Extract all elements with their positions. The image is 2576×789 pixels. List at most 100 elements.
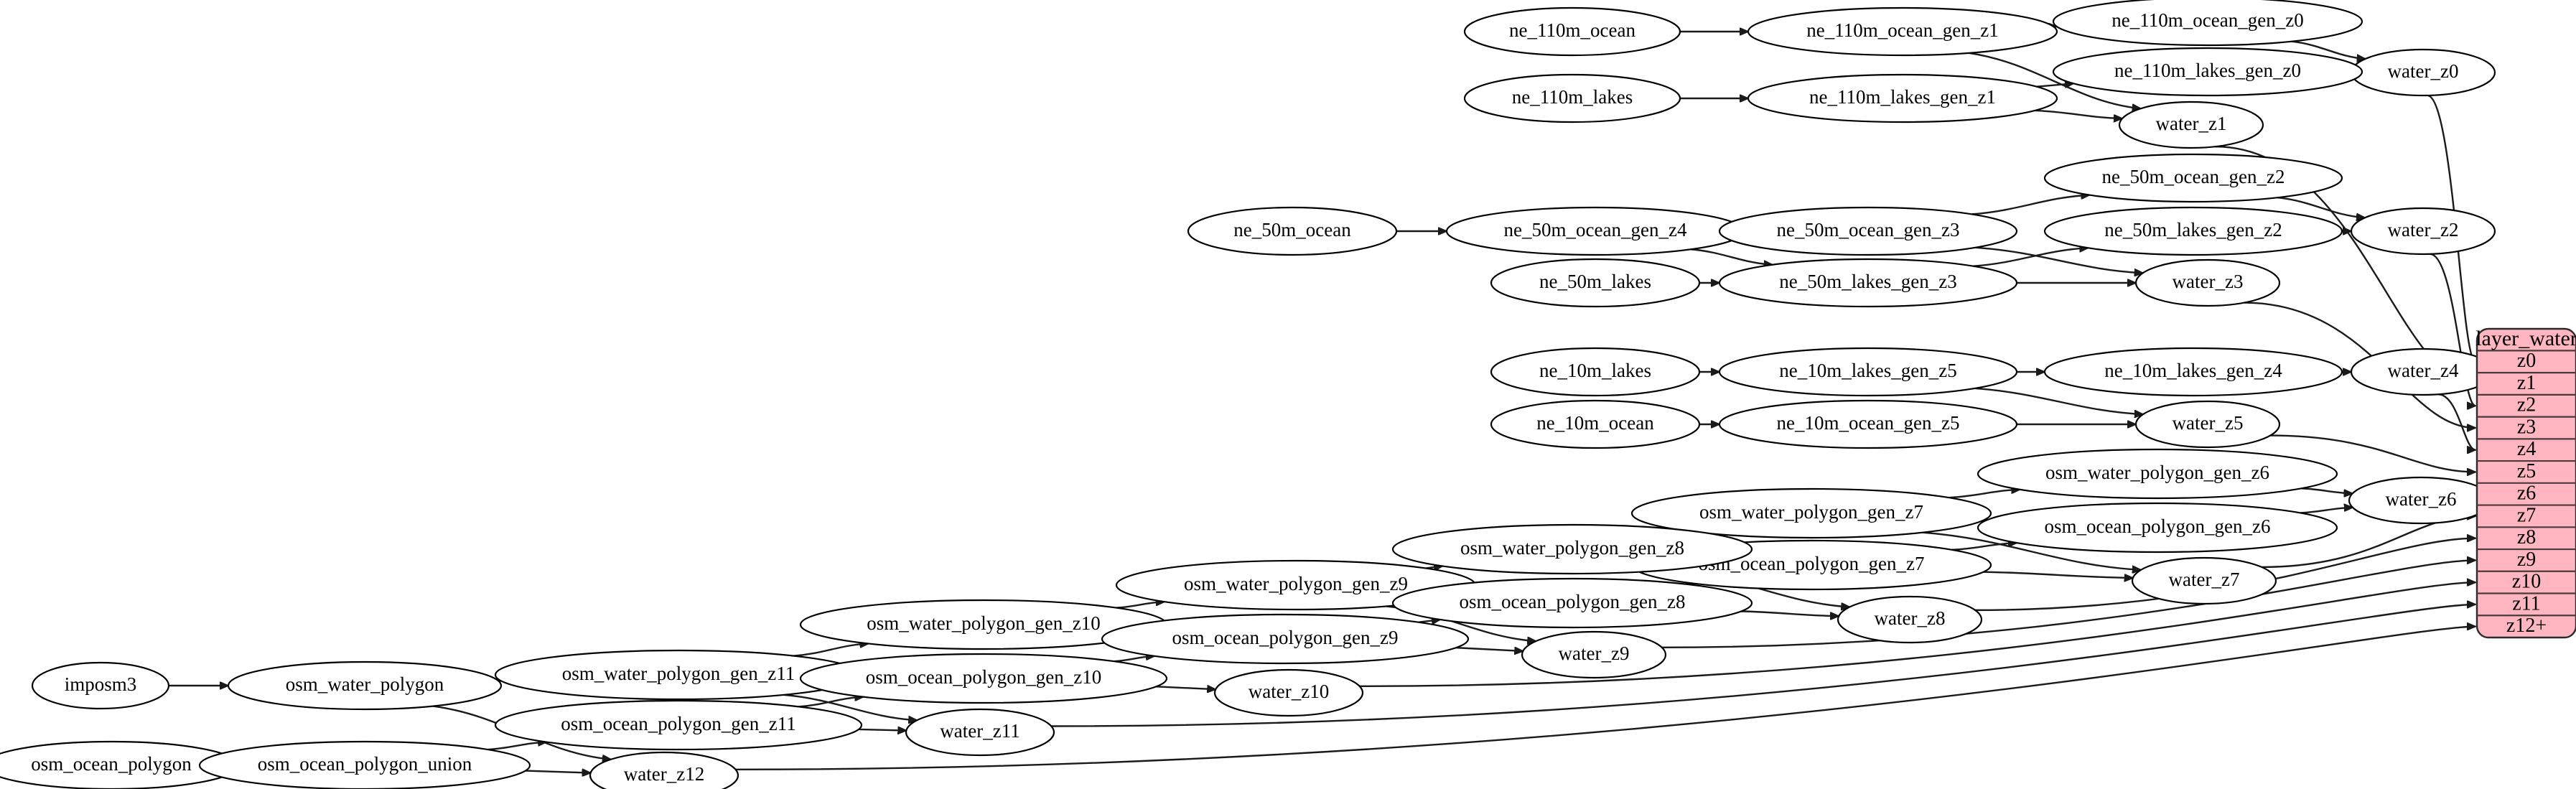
- node-label-osm_ocean_polygon_gen_z9: osm_ocean_polygon_gen_z9: [1172, 627, 1399, 648]
- layer-water-row-z12plus[interactable]: z12+: [2506, 615, 2547, 637]
- node-ne_50m_lakes_gen_z3[interactable]: ne_50m_lakes_gen_z3: [1718, 258, 2018, 308]
- node-osm_water_polygon[interactable]: osm_water_polygon: [227, 660, 503, 711]
- layer-water-row-z3[interactable]: z3: [2517, 416, 2536, 438]
- node-water_z0[interactable]: water_z0: [2350, 48, 2496, 97]
- node-label-osm_water_polygon_gen_z7: osm_water_polygon_gen_z7: [1699, 501, 1923, 523]
- node-water_z8[interactable]: water_z8: [1837, 595, 1983, 644]
- node-osm_water_polygon_gen_z10[interactable]: osm_water_polygon_gen_z10: [799, 599, 1168, 650]
- node-water_z3[interactable]: water_z3: [2134, 258, 2281, 307]
- layer-water-row-z5[interactable]: z5: [2517, 460, 2536, 482]
- node-osm_ocean_polygon_gen_z9[interactable]: osm_ocean_polygon_gen_z9: [1101, 613, 1470, 665]
- node-osm_ocean_polygon_gen_z10[interactable]: osm_ocean_polygon_gen_z10: [799, 653, 1168, 704]
- node-ne_50m_lakes_gen_z2[interactable]: ne_50m_lakes_gen_z2: [2043, 206, 2343, 256]
- layer-water-row-z1[interactable]: z1: [2517, 372, 2536, 394]
- node-ne_50m_ocean_gen_z2[interactable]: ne_50m_ocean_gen_z2: [2043, 153, 2343, 203]
- edge-osm_water_polygon_gen_z11-to-water_z11: [783, 694, 917, 720]
- node-ne_110m_ocean_gen_z0[interactable]: ne_110m_ocean_gen_z0: [2052, 0, 2363, 47]
- edge-water_z8-to-layer_water_z8: [1975, 538, 2475, 612]
- node-osm_ocean_polygon_gen_z11[interactable]: osm_ocean_polygon_gen_z11: [494, 699, 863, 751]
- node-ne_50m_ocean_gen_z4[interactable]: ne_50m_ocean_gen_z4: [1445, 206, 1745, 256]
- layer-water-row-z4[interactable]: z4: [2517, 438, 2536, 460]
- layer-water-row-z9[interactable]: z9: [2517, 548, 2536, 571]
- node-label-water_z9: water_z9: [1559, 643, 1630, 664]
- node-water_z10[interactable]: water_z10: [1213, 668, 1364, 717]
- node-label-ne_50m_ocean_gen_z3: ne_50m_ocean_gen_z3: [1777, 219, 1960, 241]
- edge-osm_ocean_polygon_gen_z7-to-water_z7: [1983, 571, 2133, 578]
- node-label-ne_50m_ocean: ne_50m_ocean: [1233, 219, 1351, 241]
- node-ne_110m_ocean_gen_z1[interactable]: ne_110m_ocean_gen_z1: [1747, 6, 2058, 57]
- edge-osm_water_polygon_gen_z7-to-water_z7: [1923, 531, 2141, 570]
- node-osm_ocean_polygon_union[interactable]: osm_ocean_polygon_union: [198, 740, 531, 789]
- node-osm_ocean_polygon_gen_z6[interactable]: osm_ocean_polygon_gen_z6: [1977, 502, 2338, 554]
- node-water_z1[interactable]: water_z1: [2118, 101, 2264, 149]
- edge-osm_ocean_polygon_union-to-water_z12: [525, 771, 591, 773]
- node-osm_water_polygon_gen_z8[interactable]: osm_water_polygon_gen_z8: [1391, 523, 1753, 575]
- node-label-ne_10m_lakes: ne_10m_lakes: [1539, 360, 1651, 381]
- node-imposm3[interactable]: imposm3: [31, 661, 170, 710]
- node-label-ne_50m_lakes_gen_z3: ne_50m_lakes_gen_z3: [1779, 271, 1956, 292]
- node-label-osm_water_polygon_gen_z10: osm_water_polygon_gen_z10: [867, 612, 1100, 634]
- node-label-ne_110m_lakes: ne_110m_lakes: [1512, 86, 1633, 108]
- node-label-water_z0: water_z0: [2388, 60, 2459, 82]
- node-label-ne_50m_lakes_gen_z2: ne_50m_lakes_gen_z2: [2104, 219, 2282, 241]
- node-water_z9[interactable]: water_z9: [1521, 630, 1667, 679]
- node-water_z6[interactable]: water_z6: [2348, 476, 2494, 525]
- layer-water-row-z8[interactable]: z8: [2517, 526, 2536, 548]
- node-label-ne_110m_lakes_gen_z1: ne_110m_lakes_gen_z1: [1809, 86, 1996, 108]
- node-ne_10m_lakes_gen_z4[interactable]: ne_10m_lakes_gen_z4: [2043, 347, 2343, 397]
- edge-water_z4-to-layer_water_z4: [2437, 393, 2475, 449]
- node-label-ne_110m_ocean_gen_z0: ne_110m_ocean_gen_z0: [2111, 9, 2303, 31]
- layer-water-row-z0[interactable]: z0: [2517, 350, 2536, 372]
- edge-osm_water_polygon_gen_z7-to-osm_water_polygon_gen_z6: [1949, 490, 2020, 499]
- edge-osm_ocean_polygon_gen_z6-to-water_z6: [2300, 508, 2353, 514]
- node-label-water_z5: water_z5: [2173, 412, 2244, 434]
- layer-water-box[interactable]: layer_waterz0z1z2z3z4z5z6z7z8z9z10z11z12…: [2475, 327, 2576, 639]
- node-label-osm_water_polygon_gen_z6: osm_water_polygon_gen_z6: [2045, 462, 2269, 483]
- node-label-ne_110m_ocean_gen_z1: ne_110m_ocean_gen_z1: [1806, 19, 1998, 41]
- layer-water-row-z11[interactable]: z11: [2512, 592, 2540, 615]
- node-label-ne_110m_ocean: ne_110m_ocean: [1509, 19, 1635, 41]
- edge-osm_ocean_polygon_gen_z10-to-osm_ocean_polygon_gen_z9: [1114, 656, 1154, 663]
- edge-osm_ocean_polygon_gen_z11-to-water_z11: [859, 729, 906, 731]
- node-label-osm_ocean_polygon_gen_z6: osm_ocean_polygon_gen_z6: [2045, 515, 2271, 537]
- node-ne_10m_lakes[interactable]: ne_10m_lakes: [1490, 347, 1701, 397]
- edge-ne_50m_ocean_gen_z4-to-ne_50m_lakes_gen_z3: [1691, 248, 1772, 264]
- edge-ne_10m_lakes_gen_z5-to-water_z5: [1974, 387, 2143, 414]
- node-ne_50m_ocean_gen_z3[interactable]: ne_50m_ocean_gen_z3: [1718, 206, 2018, 256]
- node-ne_50m_lakes[interactable]: ne_50m_lakes: [1490, 258, 1701, 308]
- layer-water-row-z2[interactable]: z2: [2517, 394, 2536, 416]
- node-osm_water_polygon_gen_z11[interactable]: osm_water_polygon_gen_z11: [494, 649, 863, 701]
- layer-water-row-z6[interactable]: z6: [2517, 482, 2536, 505]
- node-water_z11[interactable]: water_z11: [905, 708, 1055, 757]
- node-water_z7[interactable]: water_z7: [2131, 556, 2277, 605]
- edge-ne_110m_lakes_gen_z1-to-ne_110m_lakes_gen_z0: [2036, 83, 2073, 86]
- node-label-osm_ocean_polygon_gen_z8: osm_ocean_polygon_gen_z8: [1460, 591, 1686, 612]
- node-osm_water_polygon_gen_z6[interactable]: osm_water_polygon_gen_z6: [1977, 448, 2338, 500]
- node-ne_110m_ocean[interactable]: ne_110m_ocean: [1463, 6, 1681, 57]
- node-water_z4[interactable]: water_z4: [2350, 347, 2496, 396]
- node-ne_10m_ocean_gen_z5[interactable]: ne_10m_ocean_gen_z5: [1718, 399, 2018, 449]
- node-label-osm_water_polygon: osm_water_polygon: [286, 673, 444, 695]
- node-water_z2[interactable]: water_z2: [2350, 207, 2496, 256]
- node-osm_water_polygon_gen_z7[interactable]: osm_water_polygon_gen_z7: [1630, 487, 1992, 539]
- node-label-water_z6: water_z6: [2386, 488, 2457, 510]
- layer-water-row-z7[interactable]: z7: [2517, 504, 2536, 526]
- node-ne_10m_lakes_gen_z5[interactable]: ne_10m_lakes_gen_z5: [1718, 347, 2018, 397]
- node-label-water_z1: water_z1: [2156, 113, 2227, 134]
- node-label-ne_50m_ocean_gen_z4: ne_50m_ocean_gen_z4: [1504, 219, 1687, 241]
- node-ne_110m_lakes[interactable]: ne_110m_lakes: [1463, 73, 1681, 123]
- node-ne_110m_lakes_gen_z1[interactable]: ne_110m_lakes_gen_z1: [1747, 73, 2058, 123]
- edge-ne_50m_ocean_gen_z3-to-water_z3: [1975, 246, 2143, 273]
- node-osm_ocean_polygon_gen_z8[interactable]: osm_ocean_polygon_gen_z8: [1391, 577, 1753, 629]
- node-ne_10m_ocean[interactable]: ne_10m_ocean: [1490, 399, 1701, 449]
- layer-water-row-z10[interactable]: z10: [2512, 571, 2541, 593]
- edge-osm_water_polygon_gen_z10-to-osm_water_polygon_gen_z9: [1116, 602, 1165, 609]
- node-label-osm_water_polygon_gen_z8: osm_water_polygon_gen_z8: [1460, 537, 1684, 559]
- node-water_z12[interactable]: water_z12: [589, 751, 739, 789]
- node-water_z5[interactable]: water_z5: [2134, 400, 2281, 449]
- node-ne_50m_ocean[interactable]: ne_50m_ocean: [1187, 206, 1398, 256]
- node-label-water_z3: water_z3: [2173, 271, 2244, 292]
- node-label-imposm3: imposm3: [65, 673, 137, 695]
- edge-ne_50m_ocean_gen_z2-to-water_z2: [2277, 196, 2364, 218]
- node-ne_110m_lakes_gen_z0[interactable]: ne_110m_lakes_gen_z0: [2052, 47, 2363, 97]
